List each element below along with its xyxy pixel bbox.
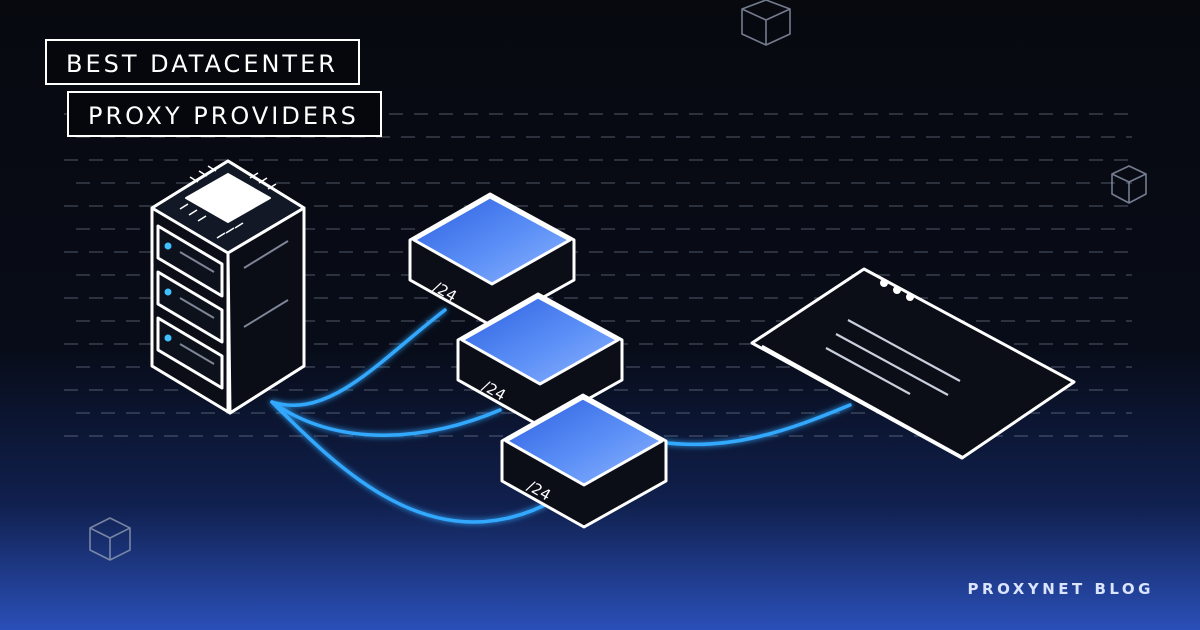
- cable-to-block-1: [270, 308, 447, 407]
- proxy-block: /24: [500, 393, 668, 529]
- brand-label: PROXYNET BLOG: [967, 580, 1154, 598]
- cable-to-browser: [658, 403, 852, 447]
- title-line-1: BEST DATACENTER: [45, 39, 360, 85]
- cube-icon: [741, 0, 791, 46]
- title-line-2: PROXY PROVIDERS: [67, 91, 382, 137]
- cube-icon: [89, 517, 131, 561]
- cpu-chip-icon: [179, 165, 277, 239]
- proxy-block: /24: [456, 292, 624, 428]
- server-rack-icon: [150, 159, 306, 415]
- network-cables: [270, 308, 852, 524]
- browser-window-icon: [750, 267, 1076, 460]
- cable-to-block-3: [270, 400, 547, 524]
- cable-to-block-2: [270, 400, 502, 437]
- cube-icon: [1111, 165, 1147, 204]
- proxy-block: /24: [408, 192, 576, 328]
